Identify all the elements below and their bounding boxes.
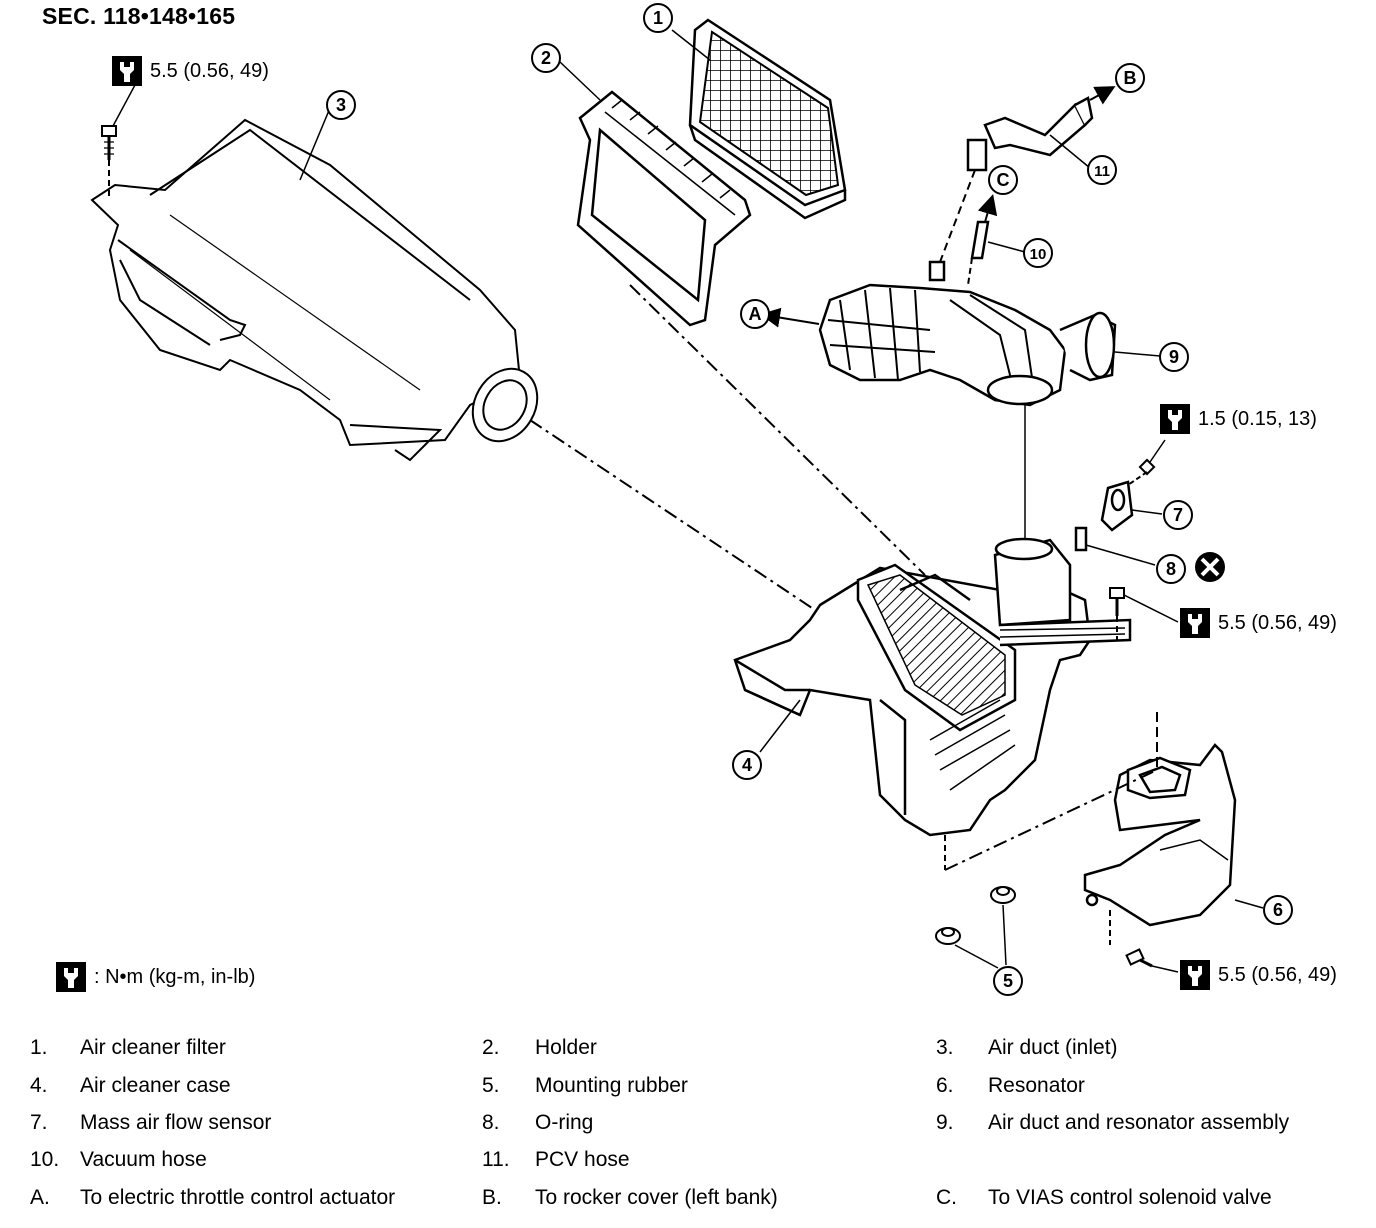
svg-text:1: 1 [653, 8, 663, 28]
torque-wrench-icon [112, 56, 142, 86]
callout-A: A [740, 299, 770, 329]
bolt-icon [1138, 458, 1156, 476]
svg-text:6: 6 [1273, 900, 1283, 920]
callout-11: 11 [1087, 155, 1117, 185]
resonator-part [1083, 743, 1237, 927]
torque-spec-resonator-bolt: 5.5 (0.56, 49) [1180, 960, 1337, 990]
callout-8: 8 [1156, 554, 1186, 584]
callout-5: 5 [993, 966, 1023, 996]
svg-text:9: 9 [1169, 347, 1179, 367]
svg-text:2: 2 [541, 48, 551, 68]
svg-text:B: B [1124, 68, 1137, 88]
callout-B: B [1115, 63, 1145, 93]
torque-spec-case-bolt: 5.5 (0.56, 49) [1180, 608, 1337, 638]
bolt-icon [101, 125, 117, 196]
callout-4: 4 [732, 750, 762, 780]
callout-2: 2 [531, 43, 561, 73]
torque-wrench-icon [1180, 960, 1210, 990]
vacuum-hose-part [970, 220, 990, 260]
torque-spec-duct-bolt: 5.5 (0.56, 49) [112, 56, 269, 86]
svg-text:5: 5 [1003, 971, 1013, 991]
torque-wrench-icon [1180, 608, 1210, 638]
callout-C: C [988, 165, 1018, 195]
callout-3: 3 [326, 90, 356, 120]
torque-value: 5.5 (0.56, 49) [1218, 963, 1337, 986]
bolt-icon [1109, 587, 1125, 616]
torque-spec-maf-screw: 1.5 (0.15, 13) [1160, 404, 1317, 434]
holder-part [576, 90, 752, 327]
exploded-view-diagram: 1 2 3 4 5 6 7 8 9 10 11 A [90, 3, 1293, 996]
air-duct-inlet-part [90, 118, 539, 462]
air-cleaner-filter-part [688, 18, 847, 220]
unit-key-text: : N•m (kg-m, in-lb) [94, 965, 256, 988]
do-not-reuse-icon [1195, 552, 1225, 582]
air-duct-resonator-part [818, 260, 1117, 407]
mass-air-flow-sensor-part [1100, 480, 1134, 532]
svg-text:C: C [997, 170, 1010, 190]
torque-wrench-icon [1160, 404, 1190, 434]
air-cleaner-case-part [733, 537, 1132, 837]
callout-6: 6 [1263, 895, 1293, 925]
callout-9: 9 [1159, 342, 1189, 372]
torque-value: 5.5 (0.56, 49) [150, 59, 269, 82]
torque-value: 1.5 (0.15, 13) [1198, 407, 1317, 430]
svg-text:10: 10 [1030, 246, 1047, 263]
pcv-hose-part [966, 96, 1094, 172]
svg-text:4: 4 [742, 755, 752, 775]
bolt-icon [1125, 948, 1153, 968]
torque-value: 5.5 (0.56, 49) [1218, 611, 1337, 634]
callout-7: 7 [1163, 500, 1193, 530]
torque-wrench-icon [56, 962, 86, 992]
unit-key: : N•m (kg-m, in-lb) [56, 962, 255, 992]
svg-text:A: A [749, 304, 762, 324]
svg-text:11: 11 [1094, 163, 1110, 180]
svg-text:8: 8 [1166, 559, 1176, 579]
svg-text:3: 3 [336, 95, 346, 115]
svg-text:7: 7 [1173, 505, 1183, 525]
section-title: SEC. 118•148•165 [42, 3, 236, 29]
callout-10: 10 [1023, 238, 1053, 268]
callout-1: 1 [643, 3, 673, 33]
o-ring-part [1074, 526, 1088, 552]
mounting-rubber-part [935, 886, 1016, 945]
